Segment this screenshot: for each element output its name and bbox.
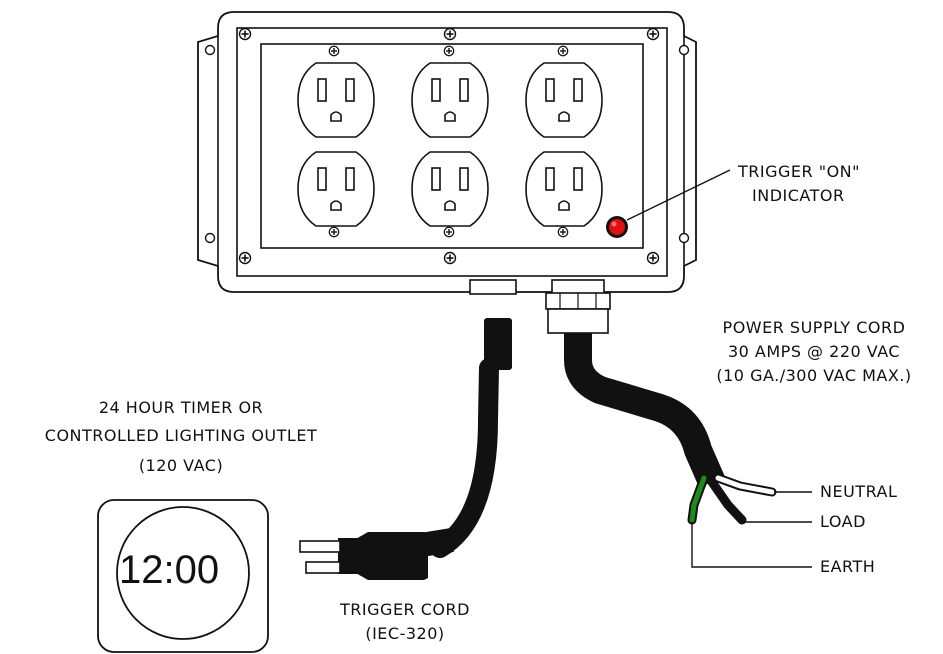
timer-clock-display: 12:00 <box>119 548 220 592</box>
timer-label-line-2: CONTROLLED LIGHTING OUTLET <box>44 426 318 445</box>
neutral-label: NEUTRAL <box>820 482 898 501</box>
load-wire <box>707 477 747 525</box>
earth-label: EARTH <box>820 557 876 576</box>
indicator-leader-line <box>626 169 731 221</box>
earth-wire <box>689 475 707 523</box>
timer-label-line-1: 24 HOUR TIMER OR <box>98 398 264 417</box>
plug-prong-top <box>299 540 341 553</box>
outlet-3 <box>525 62 603 138</box>
trigger-cord-label-line-2: (IEC-320) <box>365 624 445 643</box>
outlet-6 <box>525 151 603 227</box>
timer-device <box>97 499 269 653</box>
load-label: LOAD <box>820 512 866 531</box>
timer-label-line-3: (120 VAC) <box>138 456 224 475</box>
wire-leader-lines <box>691 491 812 568</box>
outlet-4 <box>297 151 375 227</box>
timer-label: 24 HOUR TIMER OR CONTROLLED LIGHTING OUT… <box>4 396 358 478</box>
power-supply-cord <box>564 333 777 525</box>
timer-dial <box>116 506 250 640</box>
power-cord-label: POWER SUPPLY CORD 30 AMPS @ 220 VAC (10 … <box>696 316 932 388</box>
outlet-2 <box>411 62 489 138</box>
iec-inlet <box>469 279 517 295</box>
plug-prong-bottom <box>305 561 341 574</box>
trigger-cord <box>299 318 512 580</box>
outlet-5 <box>411 151 489 227</box>
outlet-1 <box>297 62 375 138</box>
trigger-indicator-label: TRIGGER "ON" INDICATOR <box>738 160 860 208</box>
trigger-indicator-label-line-2: INDICATOR <box>752 186 845 205</box>
power-cord-label-line-3: (10 GA./300 VAC MAX.) <box>716 366 912 385</box>
power-cord-label-line-1: POWER SUPPLY CORD <box>722 318 906 337</box>
cable-gland <box>545 279 611 334</box>
trigger-cord-label-line-1: TRIGGER CORD <box>340 600 470 619</box>
trigger-indicator-light <box>606 169 731 238</box>
neutral-wire <box>715 475 775 495</box>
trigger-cord-label: TRIGGER CORD (IEC-320) <box>320 598 490 646</box>
power-cord-label-line-2: 30 AMPS @ 220 VAC <box>727 342 901 361</box>
trigger-indicator-label-line-1: TRIGGER "ON" <box>738 162 860 181</box>
